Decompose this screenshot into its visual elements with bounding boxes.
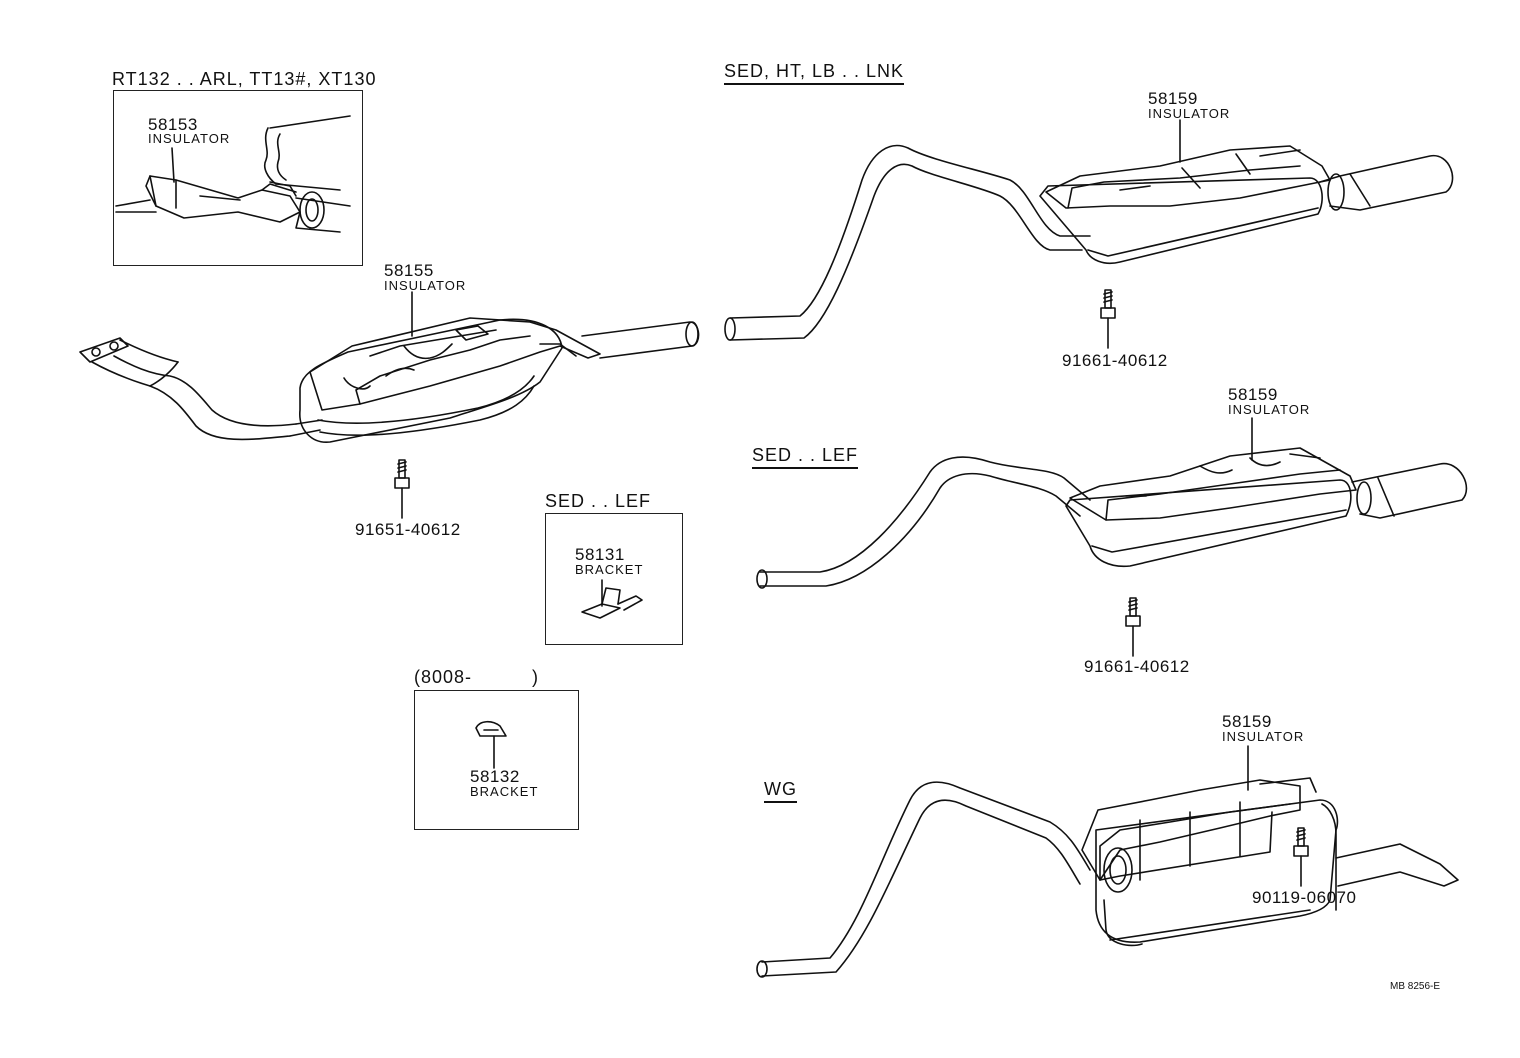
part-number-58155: 58155 bbox=[384, 261, 434, 280]
part-number-58159-lef: 58159 bbox=[1228, 385, 1278, 404]
bolt-number-wg: 90119-06070 bbox=[1252, 888, 1357, 907]
inset-box-models bbox=[113, 90, 363, 266]
header-date-range: (8008- ) bbox=[414, 667, 540, 687]
header-sed-ht-lb-lnk: SED, HT, LB . . LNK bbox=[724, 62, 905, 85]
part-name-58131: BRACKET bbox=[575, 562, 644, 577]
bolt-lnk-drawing bbox=[1100, 289, 1116, 349]
header-inset-models: RT132 . . ARL, TT13#, XT130 bbox=[112, 69, 377, 89]
bolt-number-lef: 91661-40612 bbox=[1084, 657, 1190, 676]
bolt-wg-drawing bbox=[1293, 827, 1309, 887]
inset-front-pipe-drawing bbox=[115, 115, 351, 233]
rear-assembly-wg-drawing bbox=[756, 777, 1459, 978]
header-sed-lef-inset: SED . . LEF bbox=[545, 491, 652, 511]
part-name-58159-wg: INSULATOR bbox=[1222, 729, 1305, 744]
part-number-58159-wg: 58159 bbox=[1222, 712, 1272, 731]
bolt-number-front: 91651-40612 bbox=[355, 520, 461, 539]
rear-assembly-lef-drawing bbox=[756, 447, 1468, 589]
footer-code: MB 8256-E bbox=[1390, 981, 1441, 992]
part-name-58153: INSULATOR bbox=[148, 131, 231, 146]
bolt-lef-drawing bbox=[1125, 597, 1141, 657]
part-number-58159-lnk: 58159 bbox=[1148, 89, 1198, 108]
part-name-58159-lef: INSULATOR bbox=[1228, 402, 1311, 417]
part-name-58132: BRACKET bbox=[470, 784, 539, 799]
part-number-58132: 58132 bbox=[470, 767, 520, 786]
part-name-58159-lnk: INSULATOR bbox=[1148, 106, 1231, 121]
front-pipe-assembly-drawing bbox=[79, 317, 700, 443]
inset-box-date-range bbox=[414, 690, 579, 830]
header-sed-lef: SED . . LEF bbox=[752, 446, 859, 469]
bracket-58132-drawing bbox=[475, 720, 507, 769]
bracket-58131-drawing bbox=[581, 579, 643, 619]
rear-assembly-lnk-drawing bbox=[724, 144, 1454, 341]
header-wg: WG bbox=[764, 780, 797, 803]
bolt-front-drawing bbox=[394, 459, 410, 519]
bolt-number-lnk: 91661-40612 bbox=[1062, 351, 1168, 370]
part-name-58155: INSULATOR bbox=[384, 278, 467, 293]
inset-box-sed-lef bbox=[545, 513, 683, 645]
part-number-58131: 58131 bbox=[575, 545, 625, 564]
leader-58153 bbox=[171, 147, 175, 183]
part-number-58153: 58153 bbox=[148, 115, 198, 134]
